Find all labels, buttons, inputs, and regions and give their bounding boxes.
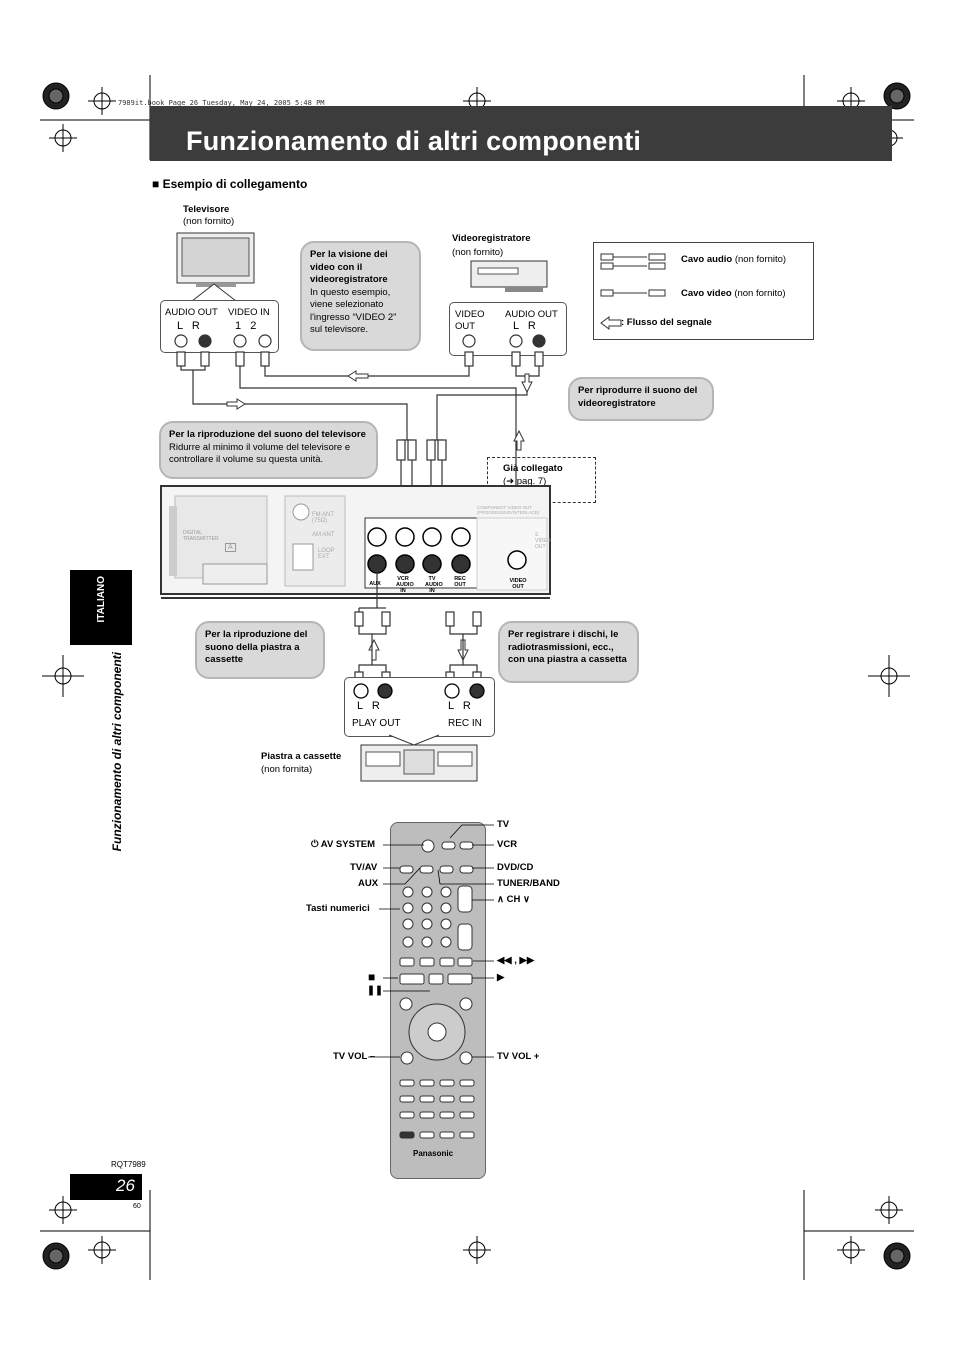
unit-jack-video-out: VIDEO OUT [509, 578, 527, 590]
cassette-play-out-label: PLAY OUT [352, 718, 401, 729]
doc-code: RQT7989 [111, 1160, 146, 1169]
remote-buttons [399, 839, 475, 1139]
tv-audio-out-label: AUDIO OUT [165, 307, 218, 318]
cassette-deck-icon [360, 744, 478, 782]
remote-brand: Panasonic [413, 1149, 454, 1158]
legend-audio: Cavo audio (non fornito) [681, 254, 786, 266]
legend-flow: : Flusso del segnale [621, 317, 712, 328]
language-tab [70, 570, 132, 645]
bubble-vcr-view: Per la visione dei video con il videoreg… [300, 241, 421, 351]
bubble-cassette-play-text: Per la riproduzione del suono della pias… [205, 629, 308, 665]
legend-video-note: (non fornito) [734, 288, 786, 299]
page-title: Funzionamento di altri componenti [186, 126, 642, 156]
remote-label-pause: ❚❚ [367, 985, 383, 996]
page-sub-number: 60 [133, 1203, 141, 1210]
tv-jack-panel [160, 300, 279, 353]
title-bar [150, 106, 892, 161]
tv-video-nums: 1 2 [235, 320, 257, 332]
tv-name: Televisore [183, 204, 230, 215]
legend-video-cable: Cavo video [681, 288, 732, 299]
unit-jack-rec: REC OUT [454, 576, 466, 588]
bubble-tv-sound-title: Per la riproduzione del suono del televi… [169, 429, 366, 440]
main-unit-rear-panel [160, 485, 551, 599]
cassette-rec-in-label: REC IN [448, 718, 482, 729]
unit-jack-tv: TV AUDIO IN [425, 576, 443, 594]
already-connected-ref: (➜ pag. 7) [503, 476, 547, 487]
cassette-note: (non fornita) [261, 764, 313, 775]
legend-audio-note: (non fornito) [734, 254, 787, 265]
unit-loop-label: LOOP EXT [318, 548, 335, 560]
language-tab-label: ITALIANO [96, 576, 107, 623]
tv-icon [176, 232, 255, 287]
cassette-jacks [353, 683, 485, 746]
bubble-vcr-view-text: In questo esempio, viene selezionato l'i… [310, 286, 397, 336]
cassette-jack-panel [344, 677, 495, 737]
cassette-name: Piastra a cassette [261, 751, 342, 762]
legend-audio-cable: Cavo audio [681, 254, 733, 265]
unit-component-label: COMPONENT VIDEO OUT (PROGRESSIVE/INTERLA… [477, 505, 540, 515]
unit-svideo-label: S VIDEO OUT [535, 532, 551, 550]
bubble-cassette-play: Per la riproduzione del suono della pias… [195, 621, 325, 679]
section-heading: ■ Esempio di collegamento [152, 177, 308, 191]
bubble-tv-sound-text: Ridurre al minimo il volume del televiso… [169, 441, 351, 466]
vcr-video-out-label: VIDEO OUT [455, 309, 485, 332]
cassette-lr1: L R [357, 700, 380, 712]
remote-label-tv: TV [497, 819, 510, 830]
vcr-note: (non fornito) [452, 247, 504, 258]
bubble-tv-sound: Per la riproduzione del suono del televi… [159, 421, 378, 479]
remote-label-tvav: TV/AV [350, 862, 378, 873]
vcr-audio-out-label: AUDIO OUT [505, 309, 558, 320]
vcr-name: Videoregistratore [452, 233, 531, 244]
unit-am-label: AM ANT [312, 532, 335, 538]
remote-label-play: ▶ [497, 972, 505, 983]
remote-label-numeric: Tasti numerici [306, 903, 370, 914]
remote-label-ch: ∧ CH ∨ [497, 894, 530, 905]
tv-note: (non fornito) [183, 216, 235, 227]
remote-label-tvvol-minus: TV VOL – [333, 1051, 376, 1062]
remote-label-tvvol-plus: TV VOL + [497, 1051, 540, 1062]
remote-label-dvdcd: DVD/CD [497, 862, 534, 873]
remote-label-skip: ◀◀ , ▶▶ [497, 955, 535, 966]
legend-cable-icons [600, 253, 666, 330]
bubble-cassette-rec-text: Per registrare i dischi, le radiotrasmis… [508, 629, 627, 665]
tv-lr-label: L R [177, 320, 200, 332]
tv-video-in-label: VIDEO IN [228, 307, 270, 318]
bubble-vcr-view-title: Per la visione dei video con il videoreg… [310, 249, 388, 285]
page-number-box [70, 1174, 142, 1200]
remote-label-tuner: TUNER/BAND [497, 878, 560, 889]
remote-label-vcr: VCR [497, 839, 518, 850]
unit-fm-label: FM ANT (75Ω) [312, 512, 334, 524]
cable-legend [593, 242, 814, 340]
unit-digital-label: DIGITAL TRANSMITTER [183, 530, 219, 542]
bubble-cassette-rec: Per registrare i dischi, le radiotrasmis… [498, 621, 639, 683]
tv-pointer [191, 283, 237, 302]
cassette-lr2: L R [448, 700, 471, 712]
book-meta-line: 7989it.book Page 26 Tuesday, May 24, 200… [118, 99, 325, 107]
already-connected-title: Già collegato [503, 463, 563, 474]
unit-jack-aux: AUX [369, 581, 381, 587]
legend-video: Cavo video (non fornito) [681, 288, 786, 300]
remote-label-stop: ■ [368, 970, 376, 984]
bubble-vcr-sound: Per riprodurre il suono del videoregistr… [568, 377, 714, 421]
unit-jack-vcr: VCR AUDIO IN [396, 576, 414, 594]
unit-a-label: A [225, 543, 236, 552]
remote-label-aux: AUX [358, 878, 379, 889]
bubble-vcr-sound-text: Per riprodurre il suono del videoregistr… [578, 385, 698, 409]
vcr-icon [470, 260, 548, 292]
remote-label-av-system: ⏻ AV SYSTEM [311, 839, 375, 850]
side-section-label: Funzionamento di altri componenti [110, 652, 124, 852]
page-number: 26 [116, 1176, 135, 1195]
vcr-lr-label: L R [513, 320, 536, 332]
